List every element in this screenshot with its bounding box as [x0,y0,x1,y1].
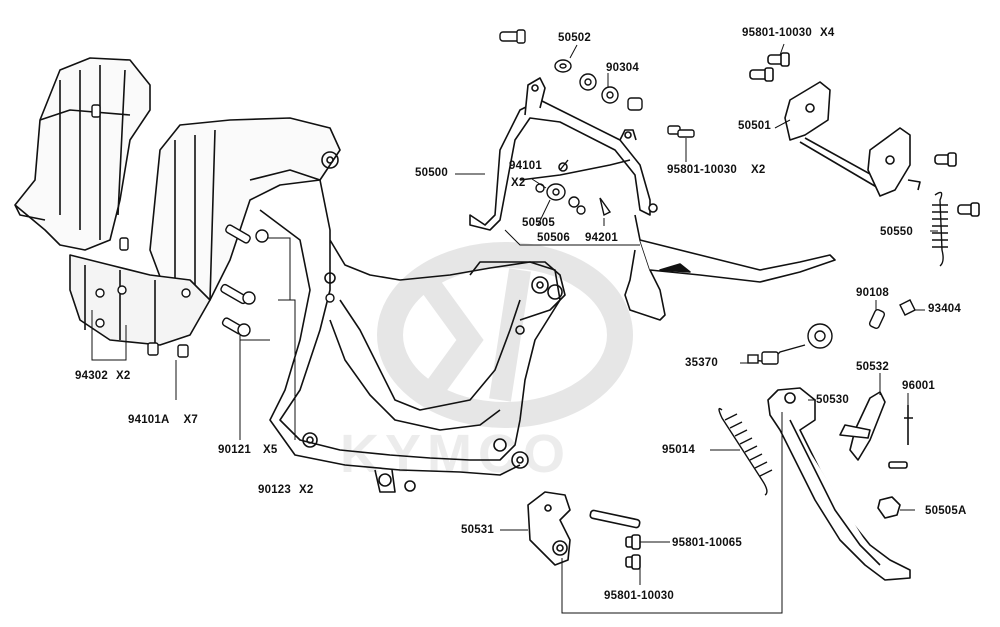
stand-small-parts [499,29,695,217]
lower-bracket [527,491,641,570]
stand-bracket [749,52,980,217]
label-90304: 90304 [606,62,639,74]
part-number: 95801-10030 [667,164,737,176]
label-94201: 94201 [585,232,618,244]
leader-lines [91,43,938,614]
part-number: 90121 [218,444,251,456]
label-50501: 50501 [738,120,771,132]
quantity: X4 [820,27,835,39]
quantity: X7 [183,414,198,426]
label-94101A-x7: 94101A X7 [128,414,198,427]
label-95801-10030-x4: 95801-10030 X4 [742,27,834,40]
quantity: X5 [262,444,278,456]
label-94101-qty: X2 [511,177,526,189]
label-50506: 50506 [537,232,570,244]
part-number: 90123 [258,484,291,496]
label-50505A: 50505A [925,505,967,517]
kymco-watermark-logo [377,242,633,428]
label-94101: 94101 [509,160,542,172]
springs [718,191,948,496]
quantity: X2 [115,370,131,382]
side-stand [767,387,913,581]
label-95801-10065: 95801-10065 [672,537,742,549]
label-95014: 95014 [662,444,695,456]
label-90123-x2: 90123 X2 [258,484,313,497]
main-frame [14,57,566,493]
label-50505: 50505 [522,217,555,229]
label-50500: 50500 [415,167,448,179]
label-90108: 90108 [856,287,889,299]
label-50502: 50502 [558,32,591,44]
label-50530: 50530 [816,394,849,406]
side-stand-switch [747,299,916,365]
label-95801-10030-bottom: 95801-10030 [604,590,674,602]
quantity: X2 [751,164,766,176]
quantity: X2 [298,484,314,496]
label-50531: 50531 [461,524,494,536]
part-number: 95801-10030 [742,27,812,39]
center-stand [469,77,836,321]
label-94302-x2: 94302 X2 [75,370,130,383]
label-96001: 96001 [902,380,935,392]
label-50532: 50532 [856,361,889,373]
label-50550: 50550 [880,226,913,238]
part-number: 94101A [128,414,170,426]
frame-bolts [91,104,335,358]
part-number: 94302 [75,370,108,382]
label-35370: 35370 [685,357,718,369]
label-95801-10030-x2: 95801-10030 X2 [667,164,765,177]
label-90121-x5: 90121 X5 [218,444,277,457]
label-93404: 93404 [928,303,961,315]
